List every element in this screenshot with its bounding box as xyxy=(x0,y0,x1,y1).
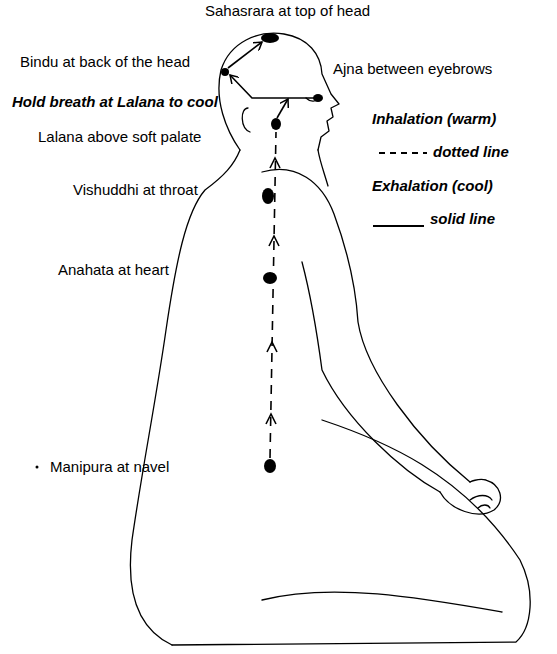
flow-arrowhead xyxy=(267,342,277,352)
legend-line xyxy=(373,225,424,227)
chakra-dot xyxy=(313,94,323,102)
chakra-label: Sahasrara at top of head xyxy=(205,2,370,20)
fingers xyxy=(470,496,492,509)
inhalation-path xyxy=(270,132,276,458)
chakra-label: Lalana above soft palate xyxy=(38,128,201,146)
chakra-label: Anahata at heart xyxy=(58,261,169,279)
chakra-label: Bindu at back of the head xyxy=(20,53,190,71)
leg-outline xyxy=(172,420,530,645)
chakra-dot xyxy=(262,188,274,204)
chest-outline xyxy=(318,150,328,186)
chakra-label: Hold breath at Lalana to cool xyxy=(12,93,218,111)
chakra-label: Vishuddhi at throat xyxy=(73,181,198,199)
head-outline xyxy=(219,33,339,150)
chakra-dot xyxy=(221,68,229,76)
stray-dot xyxy=(36,466,39,469)
chakra-label: Inhalation (warm) xyxy=(372,110,496,128)
chakra-dot xyxy=(261,33,279,43)
legend-item: solid line xyxy=(372,210,495,228)
ear xyxy=(242,108,250,132)
lower-leg xyxy=(262,592,502,612)
back-outline xyxy=(130,150,240,645)
flow-arrowhead xyxy=(269,236,279,246)
legend-text: solid line xyxy=(430,210,495,228)
chakra-dot xyxy=(263,272,277,284)
legend-sample xyxy=(372,210,425,228)
exhalation-path xyxy=(228,42,262,68)
legend-item: dotted line xyxy=(378,143,509,161)
hand xyxy=(440,479,500,514)
exhalation-path xyxy=(277,99,288,118)
legend-line xyxy=(379,152,427,154)
legend-text: dotted line xyxy=(433,143,509,161)
chakra-label: Manipura at navel xyxy=(50,458,169,476)
chakra-label: Exhalation (cool) xyxy=(372,177,493,195)
arm-inner xyxy=(302,262,440,492)
flow-arrowhead xyxy=(270,158,280,168)
flow-arrowhead xyxy=(266,414,276,424)
legend-sample xyxy=(378,143,428,161)
chakra-dot xyxy=(264,459,276,473)
chakra-dot xyxy=(271,118,281,130)
exhalation-path xyxy=(230,75,314,98)
chakra-label: Ajna between eyebrows xyxy=(333,60,492,78)
